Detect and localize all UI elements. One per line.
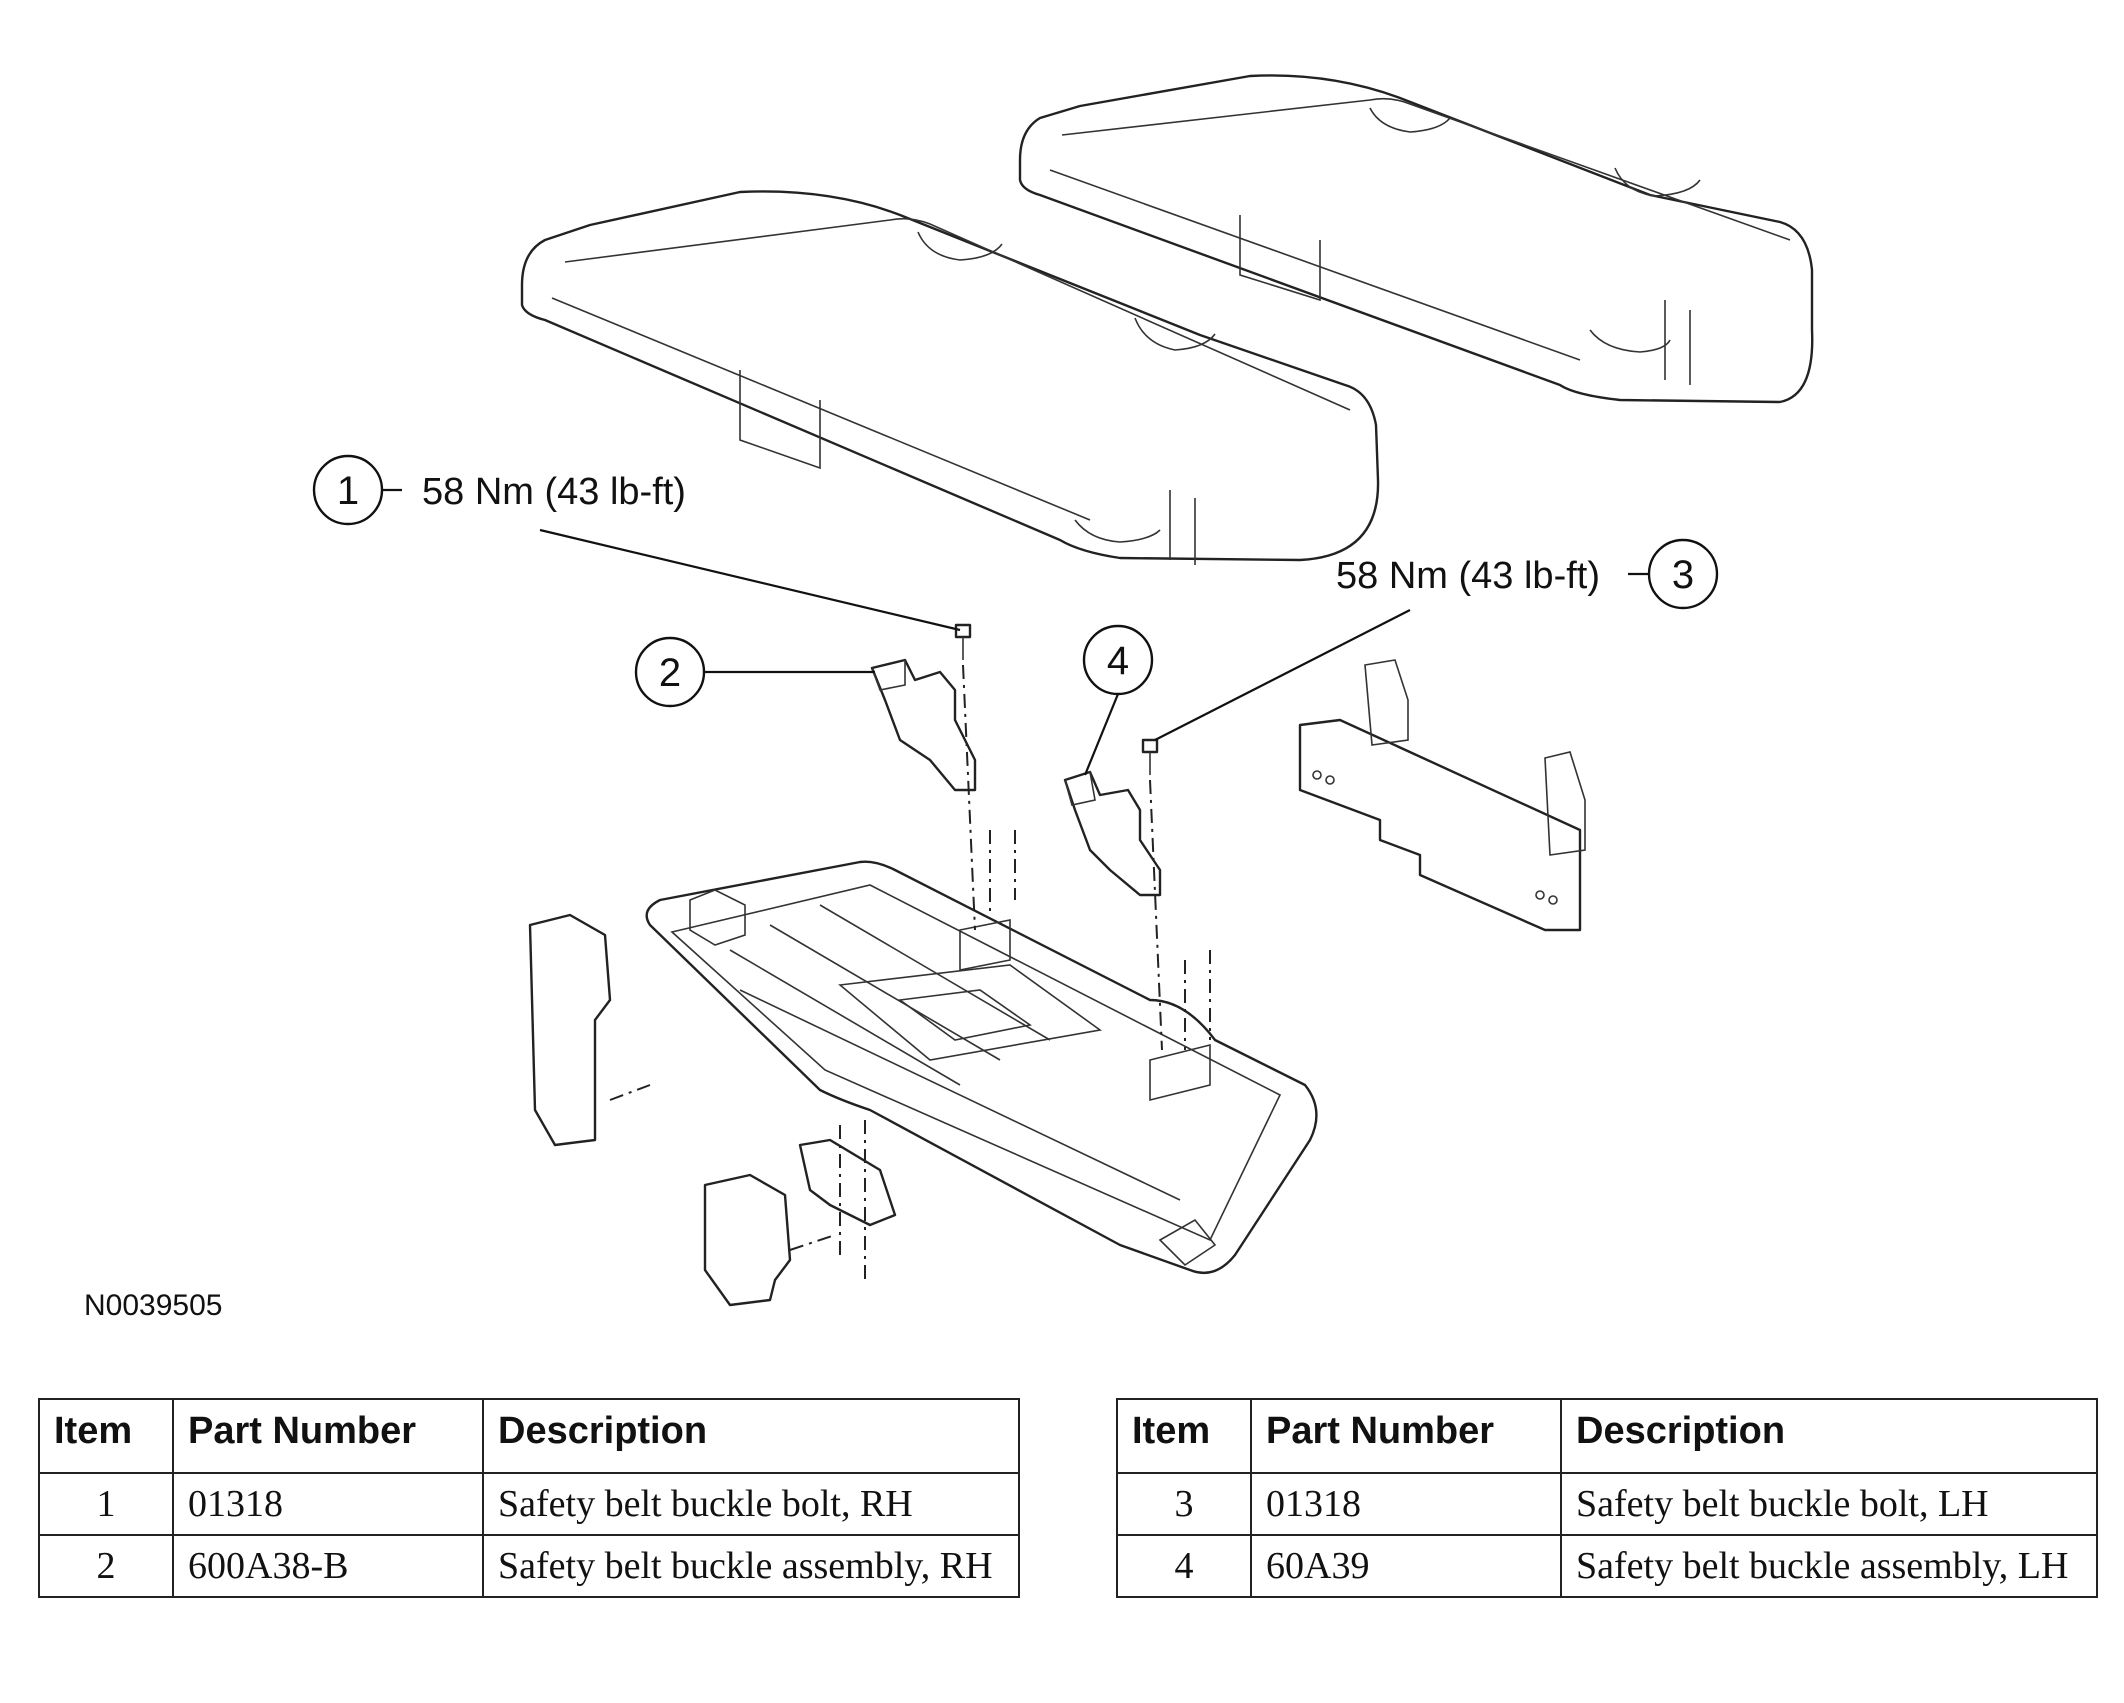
cell-description: Safety belt buckle assembly, LH [1560, 1534, 2098, 1598]
cell-part-number: 600A38-B [172, 1534, 484, 1598]
table-row: 2 600A38-B Safety belt buckle assembly, … [38, 1534, 1020, 1598]
cell-part-number: 01318 [1250, 1472, 1562, 1536]
callout-1: 1 58 Nm (43 lb-ft) [312, 454, 961, 632]
header-description: Description [482, 1398, 1020, 1474]
callout-3-torque: 58 Nm (43 lb-ft) [1336, 555, 1600, 597]
exploded-view-diagram: 1 58 Nm (43 lb-ft) 2 58 Nm (43 lb-ft) 3 … [84, 74, 1814, 1322]
cell-item: 2 [38, 1534, 174, 1598]
cell-item: 4 [1116, 1534, 1252, 1598]
parts-table-rh: Item Part Number Description 1 01318 Saf… [38, 1398, 1020, 1598]
header-item: Item [38, 1398, 174, 1474]
buckle-assembly-lh [1063, 770, 1162, 897]
callout-2-number: 2 [659, 651, 681, 695]
header-part-number: Part Number [1250, 1398, 1562, 1474]
callout-2: 2 [634, 636, 875, 708]
callout-3-number: 3 [1672, 553, 1694, 597]
cell-description: Safety belt buckle bolt, LH [1560, 1472, 2098, 1536]
cell-part-number: 01318 [172, 1472, 484, 1536]
table-row: 4 60A39 Safety belt buckle assembly, LH [1116, 1534, 2098, 1598]
bolt-lh [1141, 738, 1159, 775]
callout-1-number: 1 [337, 469, 359, 513]
latch-bracket [798, 1138, 897, 1227]
figure-id: N0039505 [84, 1289, 222, 1322]
callout-4: 4 [1082, 624, 1154, 776]
header-description: Description [1560, 1398, 2098, 1474]
parts-table-lh: Item Part Number Description 3 01318 Saf… [1116, 1398, 2098, 1598]
header-item: Item [1116, 1398, 1252, 1474]
table-header-row: Item Part Number Description [1116, 1398, 2098, 1474]
header-part-number: Part Number [172, 1398, 484, 1474]
callout-1-torque: 58 Nm (43 lb-ft) [422, 471, 686, 513]
seat-frame [645, 860, 1318, 1275]
table-row: 1 01318 Safety belt buckle bolt, RH [38, 1472, 1020, 1536]
callout-3: 58 Nm (43 lb-ft) 3 [1154, 538, 1719, 741]
side-cover-upper [528, 913, 612, 1147]
cell-part-number: 60A39 [1250, 1534, 1562, 1598]
front-seat-cushion [520, 190, 1380, 565]
table-row: 3 01318 Safety belt buckle bolt, LH [1116, 1472, 2098, 1536]
cell-item: 1 [38, 1472, 174, 1536]
callout-4-number: 4 [1107, 639, 1129, 683]
buckle-assembly-rh [870, 658, 977, 792]
cell-description: Safety belt buckle assembly, RH [482, 1534, 1020, 1598]
assembly-centerlines [609, 664, 1211, 1280]
table-header-row: Item Part Number Description [38, 1398, 1020, 1474]
cell-item: 3 [1116, 1472, 1252, 1536]
rear-seat-cushion [1018, 74, 1814, 404]
side-cover-lower [703, 1173, 792, 1307]
side-bracket [1298, 659, 1586, 932]
bolt-rh [954, 623, 972, 660]
cell-description: Safety belt buckle bolt, RH [482, 1472, 1020, 1536]
